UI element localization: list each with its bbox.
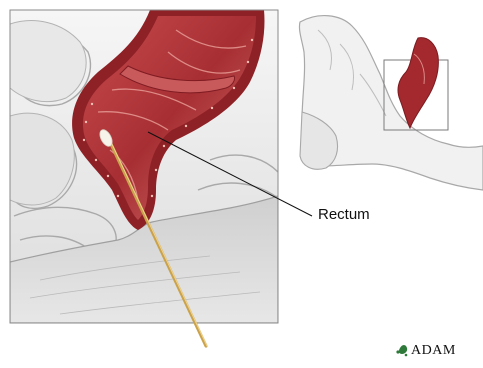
- side-overview-figure: [299, 16, 483, 190]
- adam-logo: ADAM: [400, 343, 456, 359]
- thumbnail-rectum: [398, 38, 438, 128]
- adam-logo-text: ADAM: [411, 343, 456, 359]
- rectum-label: Rectum: [318, 206, 370, 223]
- main-anatomy-panel: [10, 10, 278, 323]
